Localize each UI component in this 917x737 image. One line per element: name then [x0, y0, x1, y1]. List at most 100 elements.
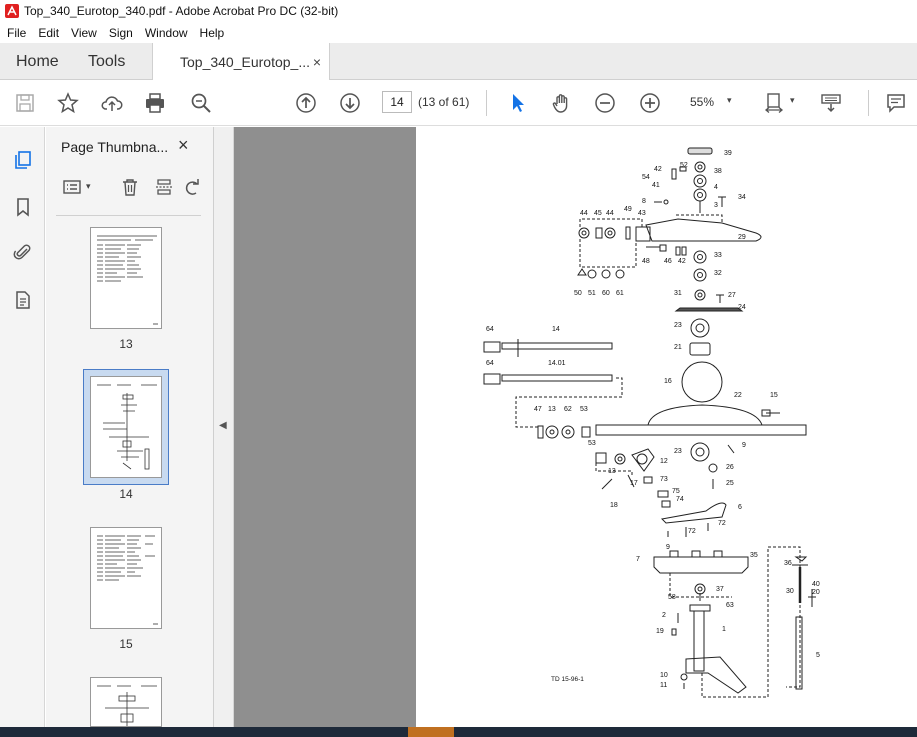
thumbnail-page-13[interactable]: [90, 227, 162, 329]
callout-label: 53: [588, 440, 596, 447]
panel-divider: [56, 215, 201, 216]
bookmark-icon: [17, 198, 29, 217]
callout-label: 30: [786, 588, 794, 595]
zoom-level-value[interactable]: 55%: [690, 95, 715, 109]
thumbnail-page-14[interactable]: [90, 376, 162, 478]
find-button[interactable]: [188, 90, 214, 116]
panel-title: Page Thumbna...: [61, 139, 169, 155]
callout-label: 37: [716, 586, 724, 593]
thumbnail-options-button[interactable]: [60, 175, 84, 199]
zoom-dropdown-chevron-icon[interactable]: ▾: [727, 95, 732, 105]
minus-circle-icon: [595, 93, 615, 113]
bookmarks-button[interactable]: [10, 194, 36, 220]
menu-window[interactable]: Window: [144, 25, 188, 40]
panel-close-button[interactable]: ×: [178, 135, 189, 155]
exploded-parts-diagram: 3938425254414834344454449432948464233325…: [483, 147, 820, 698]
menu-bar: File Edit View Sign Window Help: [0, 22, 917, 43]
callout-label: 12: [660, 458, 668, 465]
tab-document[interactable]: Top_340_Eurotop_... ×: [152, 43, 330, 81]
callout-label: 11: [660, 682, 667, 689]
bookmark-star-button[interactable]: [55, 90, 81, 116]
rotate-icon: [185, 179, 199, 195]
tab-close-button[interactable]: ×: [312, 54, 321, 70]
menu-file[interactable]: File: [7, 25, 27, 40]
callout-label: 6: [738, 504, 742, 511]
tab-tools[interactable]: Tools: [88, 52, 126, 70]
callout-label: 40: [812, 581, 820, 588]
callout-label: 63: [726, 602, 734, 609]
insert-pages-button[interactable]: [152, 175, 176, 199]
attachments-button[interactable]: [10, 239, 36, 265]
callout-label: 35: [750, 552, 758, 559]
menu-view[interactable]: View: [71, 25, 97, 40]
window-title: Top_340_Eurotop_340.pdf - Adobe Acrobat …: [24, 4, 339, 18]
callout-label: 52: [680, 162, 688, 169]
callout-label: 60: [602, 290, 610, 297]
zoom-out-button[interactable]: [592, 90, 618, 116]
select-tool-button[interactable]: [505, 90, 531, 116]
page-display-chevron-icon[interactable]: ▾: [790, 95, 795, 105]
upload-button[interactable]: [99, 90, 125, 116]
comment-button[interactable]: [883, 90, 909, 116]
collapse-panel-button[interactable]: ◀: [219, 420, 227, 431]
menu-sign[interactable]: Sign: [108, 25, 133, 40]
zoom-in-button[interactable]: [637, 90, 663, 116]
document-icon: [16, 291, 30, 309]
callout-label: 29: [738, 234, 746, 241]
callout-label: 13: [608, 468, 616, 475]
callout-label: 46: [664, 258, 672, 265]
options-chevron-icon[interactable]: ▾: [86, 181, 91, 191]
callout-label: 39: [724, 150, 732, 157]
callout-label: 33: [714, 252, 722, 259]
callout-label: 26: [726, 464, 734, 471]
taskbar-active-app[interactable]: [408, 727, 454, 737]
scroll-mode-button[interactable]: [818, 90, 844, 116]
callout-label: 44: [606, 210, 614, 217]
callout-label: 54: [642, 174, 650, 181]
callout-label: 58: [668, 594, 676, 601]
menu-help[interactable]: Help: [199, 25, 225, 40]
thumbnail-page-16[interactable]: [90, 677, 162, 727]
page-number-input[interactable]: [382, 91, 412, 113]
next-page-button[interactable]: [337, 90, 363, 116]
callout-label: 48: [642, 258, 650, 265]
callout-label: 13: [548, 406, 556, 413]
page-count-label: (13 of 61): [418, 95, 470, 109]
page-thumbnails-button[interactable]: [10, 147, 36, 173]
callout-label: 14.01: [548, 360, 566, 367]
page-insert-icon: [156, 179, 172, 195]
callout-label: 53: [580, 406, 588, 413]
callout-label: 34: [738, 194, 746, 201]
tab-document-label: Top_340_Eurotop_...: [180, 54, 310, 70]
keyboard-scroll-icon: [821, 94, 841, 113]
title-bar: Top_340_Eurotop_340.pdf - Adobe Acrobat …: [0, 0, 917, 22]
toolbar-divider-2: [868, 90, 869, 116]
arrow-down-circle-icon: [340, 93, 360, 113]
tab-home[interactable]: Home: [16, 52, 59, 70]
toolbar-divider: [486, 90, 487, 116]
callout-label: 25: [726, 480, 734, 487]
print-button[interactable]: [142, 90, 168, 116]
cloud-upload-icon: [101, 96, 123, 111]
panel-toolbar: ▾: [56, 175, 206, 201]
rotate-page-button[interactable]: [180, 175, 204, 199]
main-toolbar: (13 of 61) 55% ▾ ▾: [0, 80, 917, 126]
save-icon: [16, 94, 34, 112]
hand-icon: [552, 94, 568, 113]
thumbnail-page-15[interactable]: [90, 527, 162, 629]
callout-label: 22: [734, 392, 742, 399]
comment-icon: [887, 94, 905, 113]
callout-label: 47: [534, 406, 542, 413]
save-button[interactable]: [12, 90, 38, 116]
document-properties-button[interactable]: [10, 287, 36, 313]
thumbnail-diagram-image: [97, 384, 157, 470]
panel-collapse-strip: ◀: [214, 127, 234, 727]
menu-edit[interactable]: Edit: [38, 25, 60, 40]
delete-pages-button[interactable]: [118, 175, 142, 199]
hand-tool-button[interactable]: [549, 90, 575, 116]
previous-page-button[interactable]: [293, 90, 319, 116]
callout-label: 16: [664, 378, 672, 385]
page-display-button[interactable]: [762, 90, 788, 116]
zoom-search-icon: [191, 93, 211, 113]
